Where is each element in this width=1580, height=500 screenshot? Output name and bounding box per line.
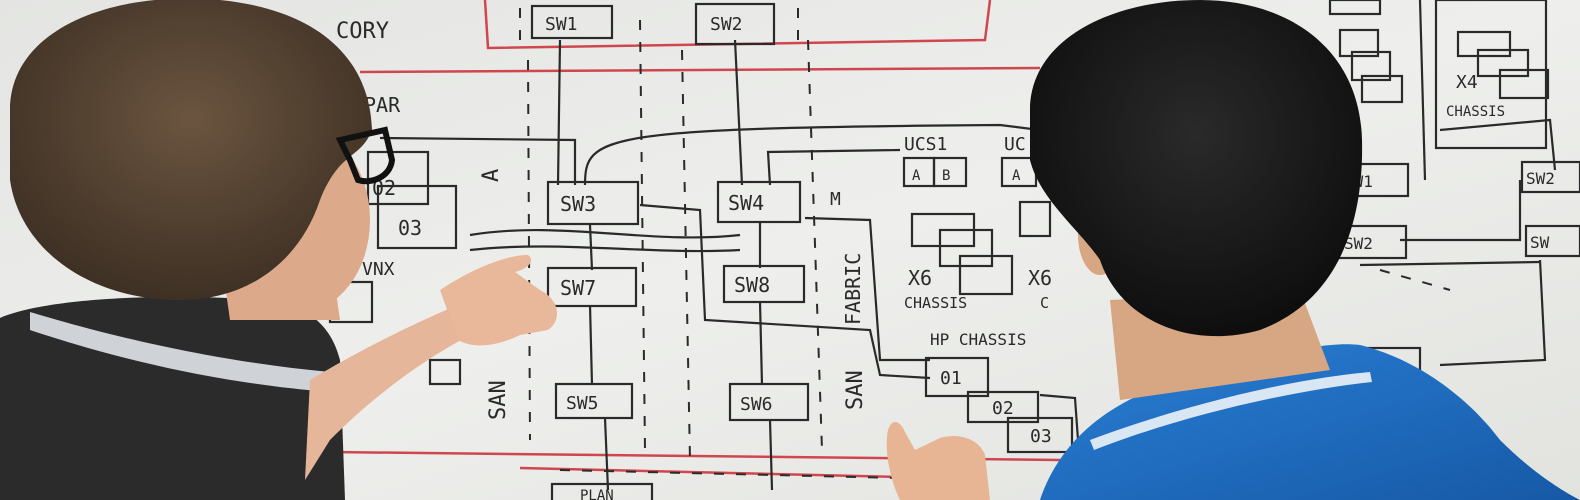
ucs1-b-label: B <box>942 168 950 184</box>
ucs1-a-label: A <box>912 168 921 184</box>
bottom-cut-label: PLAN <box>580 488 614 500</box>
right-person-hand <box>886 421 990 500</box>
person-right <box>886 0 1580 500</box>
chassis-cut-label: C <box>1040 294 1049 312</box>
left-person-arm <box>305 300 480 480</box>
sw6-label: SW6 <box>740 394 773 415</box>
a-label: A <box>479 169 504 182</box>
left-person-hair <box>10 0 372 300</box>
hp-chassis-label: HP CHASSIS <box>930 330 1026 349</box>
ucs2-blade <box>1018 200 1052 238</box>
person-left <box>0 0 558 500</box>
glasses-icon <box>335 126 396 185</box>
sw2-right-label: SW2 <box>1344 234 1373 253</box>
node-sw4: SW4 <box>716 180 802 224</box>
sw1-top-label: SW1 <box>545 14 578 35</box>
sw5-label: SW5 <box>566 393 599 414</box>
san-mid-label: SAN <box>843 370 868 410</box>
hp-01-label: 01 <box>940 368 962 389</box>
left-person-jacket <box>0 296 345 500</box>
sw-far-bottom-label: SW <box>1530 233 1550 252</box>
connection-lines <box>379 0 1557 491</box>
sw8-label: SW8 <box>734 273 770 297</box>
sw7-label: SW7 <box>560 276 596 300</box>
x6-b-label: X6 <box>1028 266 1052 290</box>
node-sw2-top: SW2 <box>694 2 776 46</box>
vnx-label: VNX <box>362 259 395 280</box>
sw3-label: SW3 <box>560 192 596 216</box>
node-sw1-top: SW1 <box>530 4 614 40</box>
right-person-collar-trim <box>1090 372 1372 450</box>
hp-chassis-boxes <box>924 356 1074 454</box>
hp-03-label: 03 <box>1030 426 1052 447</box>
ucs1-label: UCS1 <box>904 134 947 155</box>
sw2-top-label: SW2 <box>710 14 743 35</box>
vnx-03-label: 03 <box>398 216 422 240</box>
node-sw6: SW6 <box>728 382 810 422</box>
node-sw8: SW8 <box>722 264 806 304</box>
bottom-box <box>550 482 654 500</box>
node-sw3: SW3 <box>546 180 640 226</box>
san-left-label: SAN <box>486 380 511 420</box>
dashed-lines <box>519 8 1451 479</box>
chassis-right-label: CHASSIS <box>1446 104 1505 120</box>
ucs2-a-label: A <box>1012 168 1021 184</box>
left-person-collar <box>30 312 330 392</box>
x4-label: X4 <box>1456 72 1478 93</box>
ucs1-fabric <box>902 156 1014 296</box>
story-label: CORY <box>336 19 389 44</box>
sw2-far-label: SW2 <box>1526 169 1555 188</box>
left-person-hand <box>440 255 558 346</box>
node-sw7: SW7 <box>546 266 638 308</box>
chassis-left-label: CHASSIS <box>904 294 967 312</box>
node-sw5: SW5 <box>554 382 634 420</box>
x6-label: X6 <box>908 266 932 290</box>
hp-02-label: 02 <box>992 398 1014 419</box>
ucs2-label: UC <box>1004 134 1026 155</box>
sw4-label: SW4 <box>728 191 764 215</box>
right-person-hair <box>1030 0 1363 337</box>
fabric-label: FABRIC <box>841 253 865 325</box>
m-label: M <box>830 189 841 210</box>
